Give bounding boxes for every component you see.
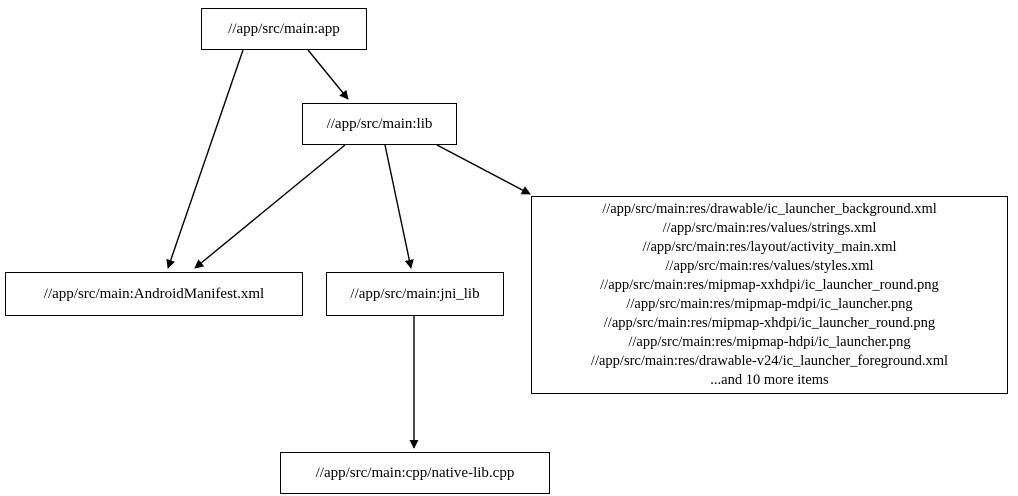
node-app[interactable]: //app/src/main:app: [201, 8, 367, 50]
node-app-label: //app/src/main:app: [228, 20, 340, 37]
edge-lib-to-resources: [436, 144, 531, 195]
node-jni-lib-label: //app/src/main:jni_lib: [350, 285, 480, 302]
edge-lib-to-jni-lib: [384, 144, 414, 269]
edge-app-to-lib: [307, 49, 349, 100]
node-native-lib-cpp[interactable]: //app/src/main:cpp/native-lib.cpp: [280, 452, 550, 494]
edge-app-to-manifest: [166, 49, 244, 269]
node-lib-label: //app/src/main:lib: [326, 115, 433, 132]
node-jni-lib[interactable]: //app/src/main:jni_lib: [326, 272, 504, 316]
edge-lib-to-manifest: [194, 144, 346, 269]
node-lib[interactable]: //app/src/main:lib: [302, 103, 457, 145]
node-android-manifest[interactable]: //app/src/main:AndroidManifest.xml: [5, 272, 303, 316]
node-native-lib-cpp-label: //app/src/main:cpp/native-lib.cpp: [315, 464, 515, 481]
node-resources-label: //app/src/main:res/drawable/ic_launcher_…: [590, 200, 949, 389]
node-resources[interactable]: //app/src/main:res/drawable/ic_launcher_…: [531, 196, 1008, 394]
node-android-manifest-label: //app/src/main:AndroidManifest.xml: [43, 285, 265, 302]
